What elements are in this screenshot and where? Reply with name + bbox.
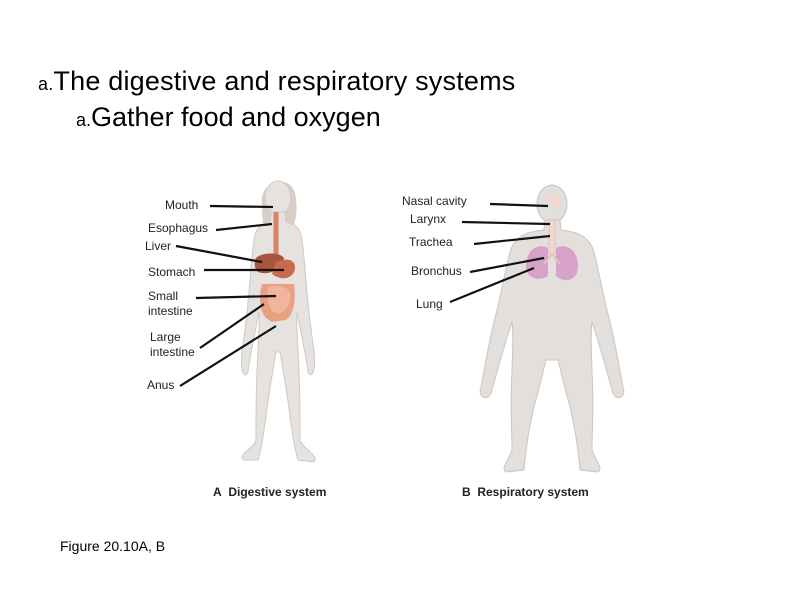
- label-liver: Liver: [145, 239, 172, 253]
- left-lung-organ: [526, 246, 548, 279]
- label-larynx: Larynx: [410, 212, 447, 226]
- subtitle-list-marker: a.: [76, 110, 92, 130]
- slide-subtitle: a.Gather food and oxygen: [76, 102, 381, 133]
- caption-digestive: A Digestive system: [213, 485, 326, 499]
- liver-leader: [175, 244, 263, 264]
- figure-reference: Figure 20.10A, B: [60, 538, 166, 554]
- nasal-cavity-organ: [548, 195, 562, 210]
- small-intestine-leader: [195, 294, 277, 300]
- leader-lines: [175, 202, 551, 387]
- slide-title: a.The digestive and respiratory systems: [38, 66, 516, 97]
- respiratory-organs: [526, 195, 578, 281]
- caption-digestive-letter: A: [213, 485, 222, 499]
- label-anus: Anus: [147, 378, 175, 392]
- caption-respiratory-text: Respiratory system: [477, 485, 589, 499]
- label-esophagus: Esophagus: [148, 221, 209, 235]
- nasal-cavity-leader: [489, 202, 549, 208]
- title-list-marker: a.: [38, 74, 54, 94]
- bronchus-organ: [543, 253, 561, 265]
- caption-respiratory: B Respiratory system: [462, 485, 589, 499]
- caption-digestive-text: Digestive system: [228, 485, 327, 499]
- label-trachea: Trachea: [409, 235, 453, 249]
- male-body: [479, 219, 625, 473]
- lung-leader: [449, 266, 535, 304]
- female-figure: [241, 180, 316, 463]
- title-text: The digestive and respiratory systems: [53, 66, 516, 96]
- large-intestine-leader: [199, 303, 265, 349]
- label-stomach: Stomach: [148, 265, 196, 279]
- digestive-organs: [254, 212, 296, 322]
- bronchus-leader: [469, 256, 545, 274]
- label-bronchus: Bronchus: [411, 264, 462, 278]
- label-lung: Lung: [416, 297, 443, 311]
- label-small-intestine: Small intestine: [148, 289, 193, 318]
- right-lung-organ: [556, 246, 578, 281]
- label-large-intestine: Large intestine: [150, 330, 195, 359]
- mouth-leader: [209, 204, 274, 209]
- trachea-leader: [473, 234, 551, 246]
- anus-leader: [179, 325, 277, 387]
- small-intestine-organ: [267, 285, 291, 314]
- label-mouth: Mouth: [165, 198, 199, 212]
- caption-respiratory-letter: B: [462, 485, 471, 499]
- esophagus-leader: [215, 222, 273, 232]
- larynx-leader: [461, 220, 551, 226]
- female-head: [264, 180, 292, 216]
- female-body: [241, 211, 316, 463]
- subtitle-text: Gather food and oxygen: [91, 102, 381, 132]
- label-nasal-cavity: Nasal cavity: [402, 194, 467, 208]
